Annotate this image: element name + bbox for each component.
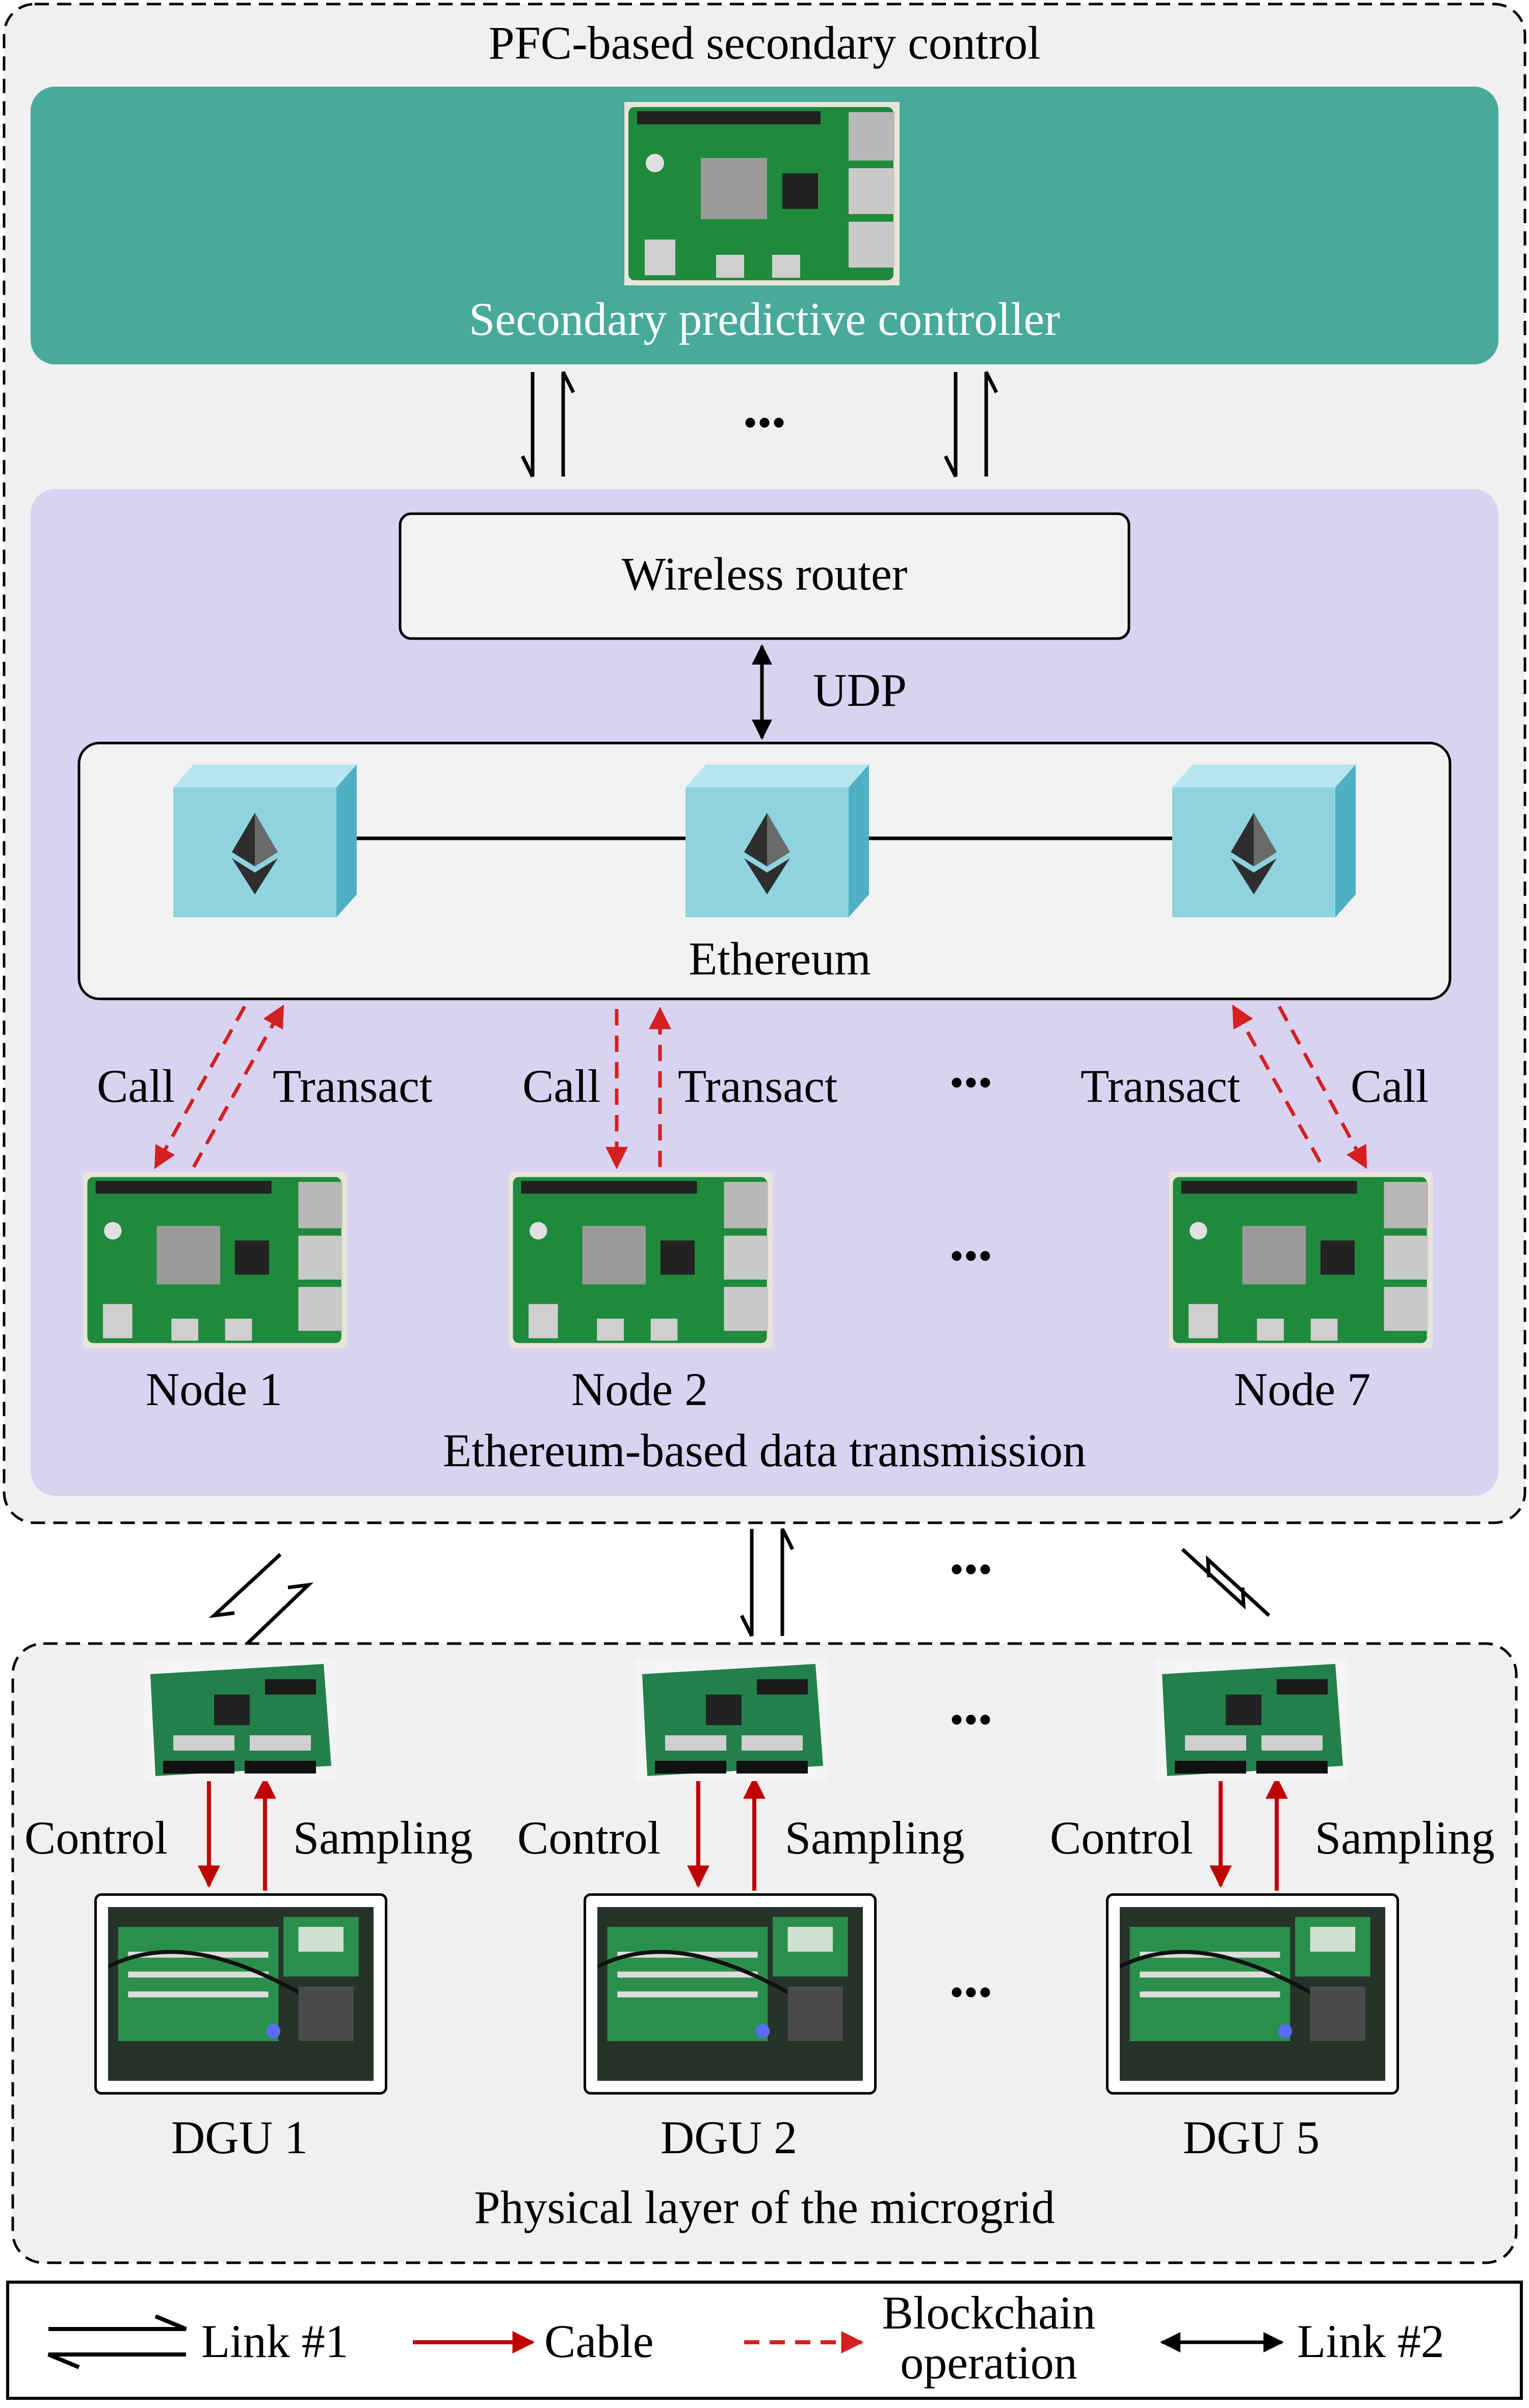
dgu-2-label: DGU 2 xyxy=(660,2111,798,2163)
legend-link1-symbol xyxy=(47,2314,187,2369)
dgu-1-photo xyxy=(94,1893,387,2095)
legend-blockchain-label-line2: operation xyxy=(900,2337,1077,2389)
ethereum-cube-1 xyxy=(173,764,357,917)
node2-transact-label: Transact xyxy=(678,1060,838,1112)
physical-layer-title: Physical layer of the microgrid xyxy=(474,2181,1055,2233)
ellipsis-node-dgu-links: ••• xyxy=(949,1547,993,1592)
controller-label: Secondary predictive controller xyxy=(469,293,1060,345)
ethereum-logo-icon xyxy=(232,813,278,894)
ethereum-logo-icon xyxy=(744,813,790,894)
dgu-2-photo xyxy=(584,1893,877,2095)
link1-controller-node7 xyxy=(943,371,998,478)
cables-dgu5 xyxy=(1209,1774,1288,1891)
cables-dgu2 xyxy=(687,1774,766,1891)
dgu1-sampling-label: Sampling xyxy=(293,1812,473,1864)
cables-dgu1 xyxy=(198,1774,276,1891)
ellipsis-dgus: ••• xyxy=(949,1970,993,2015)
node2-call-label: Call xyxy=(522,1060,601,1112)
secondary-controller-raspberry-pi xyxy=(624,102,900,285)
transmission-title: Ethereum-based data transmission xyxy=(442,1424,1087,1476)
dgu2-control-label: Control xyxy=(517,1812,661,1864)
node-2-label: Node 2 xyxy=(571,1363,708,1415)
control-board-1 xyxy=(143,1659,336,1781)
ellipsis-nodes: ••• xyxy=(949,1234,993,1279)
dgu-5-photo xyxy=(1106,1893,1399,2095)
ellipsis-controller-links: ••• xyxy=(743,401,786,445)
ethereum-cube-2 xyxy=(686,764,869,917)
router-label: Wireless router xyxy=(621,548,908,600)
ethereum-logo-icon xyxy=(1231,813,1277,894)
node-7-raspberry-pi xyxy=(1169,1172,1433,1348)
udp-label: UDP xyxy=(813,664,907,716)
link1-node2-dgu2 xyxy=(740,1528,795,1637)
node7-transact-label: Transact xyxy=(1080,1060,1241,1112)
dgu5-control-label: Control xyxy=(1050,1812,1194,1864)
blockchain-ops-node7 xyxy=(1231,1004,1368,1169)
dgu-1-label: DGU 1 xyxy=(171,2111,308,2163)
control-board-2 xyxy=(635,1659,828,1781)
ellipsis-control-boards: ••• xyxy=(949,1698,993,1742)
ethereum-cube-3 xyxy=(1172,764,1356,917)
ethereum-label: Ethereum xyxy=(689,933,871,985)
legend-link1-label: Link #1 xyxy=(201,2315,349,2367)
node-2-raspberry-pi xyxy=(509,1172,773,1348)
node1-transact-label: Transact xyxy=(273,1060,433,1112)
node-1-raspberry-pi xyxy=(83,1172,348,1348)
ellipsis-ops: ••• xyxy=(949,1061,993,1105)
node7-call-label: Call xyxy=(1351,1060,1429,1112)
legend-blockchain-label-line1: Blockchain xyxy=(882,2287,1096,2339)
legend-cable-label: Cable xyxy=(544,2315,654,2367)
control-board-5 xyxy=(1154,1659,1348,1781)
blockchain-ops-node1 xyxy=(153,1004,285,1169)
legend-link2-label: Link #2 xyxy=(1297,2315,1444,2367)
link1-node1-dgu1 xyxy=(208,1553,314,1648)
node-1-label: Node 1 xyxy=(145,1363,283,1415)
dgu1-control-label: Control xyxy=(24,1812,168,1864)
pfc-panel-title: PFC-based secondary control xyxy=(488,17,1041,69)
dgu-2-hardware xyxy=(597,1907,863,2081)
router-box xyxy=(399,512,1130,640)
dgu-5-label: DGU 5 xyxy=(1182,2111,1320,2163)
dgu-5-hardware xyxy=(1120,1907,1385,2081)
dgu-1-hardware xyxy=(108,1907,374,2081)
link1-node7-dgu5 xyxy=(1181,1548,1271,1617)
legend-box xyxy=(6,2281,1523,2400)
node-7-label: Node 7 xyxy=(1233,1363,1371,1415)
dgu2-sampling-label: Sampling xyxy=(785,1812,965,1864)
dgu5-sampling-label: Sampling xyxy=(1315,1812,1495,1864)
node1-call-label: Call xyxy=(97,1060,175,1112)
link1-controller-node1 xyxy=(520,371,575,478)
